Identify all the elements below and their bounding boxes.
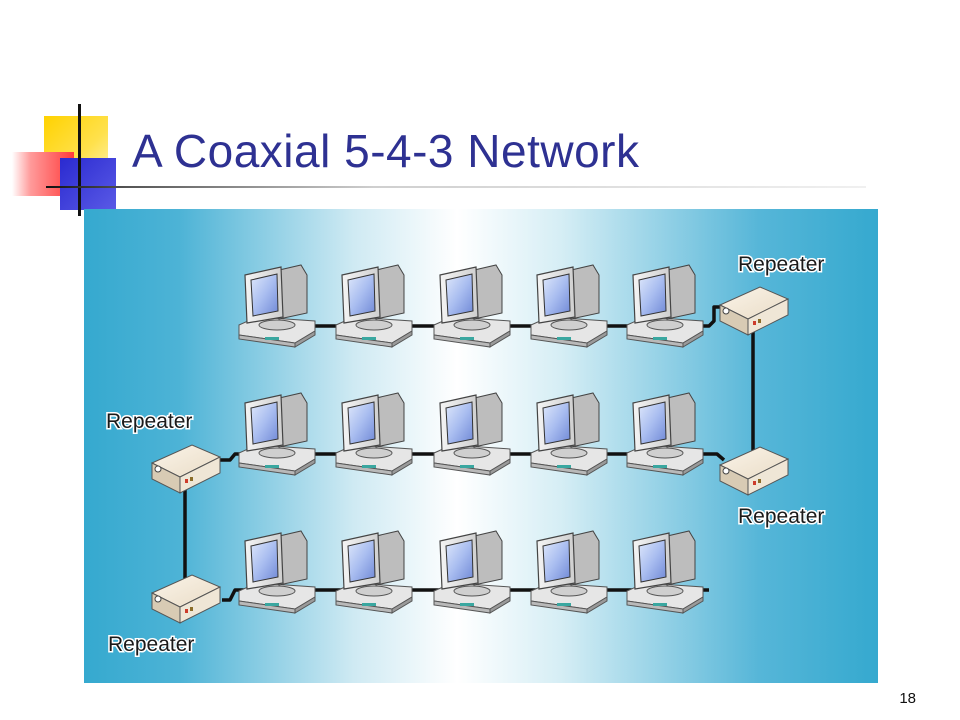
page-number: 18	[899, 690, 916, 707]
title-underline	[46, 186, 866, 188]
network-diagram: Repeater Repeater Repeater Repeater	[84, 209, 878, 683]
computer-r2-c1	[238, 392, 316, 476]
repeater-mid-right	[718, 446, 790, 496]
computer-r3-c4	[530, 530, 608, 614]
logo-blue-square	[60, 158, 116, 210]
repeater-label-bottom-left: Repeater	[108, 633, 194, 656]
computer-r2-c3	[433, 392, 511, 476]
computers-group	[238, 264, 704, 614]
computer-r1-c1	[238, 264, 316, 348]
computer-r2-c2	[335, 392, 413, 476]
repeater-bottom-left	[150, 574, 222, 624]
computer-r3-c5	[626, 530, 704, 614]
computer-r1-c4	[530, 264, 608, 348]
repeater-label-top-right: Repeater	[738, 253, 824, 276]
repeaters-group	[150, 286, 790, 624]
computer-r1-c2	[335, 264, 413, 348]
logo-vertical-line	[78, 104, 81, 216]
slide-title: A Coaxial 5-4-3 Network	[132, 125, 640, 177]
repeater-mid-left	[150, 444, 222, 494]
repeater-label-mid-right: Repeater	[738, 505, 824, 528]
computer-r1-c5	[626, 264, 704, 348]
computer-r1-c3	[433, 264, 511, 348]
computer-r3-c1	[238, 530, 316, 614]
computer-r2-c5	[626, 392, 704, 476]
computer-r2-c4	[530, 392, 608, 476]
repeater-label-mid-left: Repeater	[106, 410, 192, 433]
repeater-top-right	[718, 286, 790, 336]
computer-r3-c2	[335, 530, 413, 614]
computer-r3-c3	[433, 530, 511, 614]
